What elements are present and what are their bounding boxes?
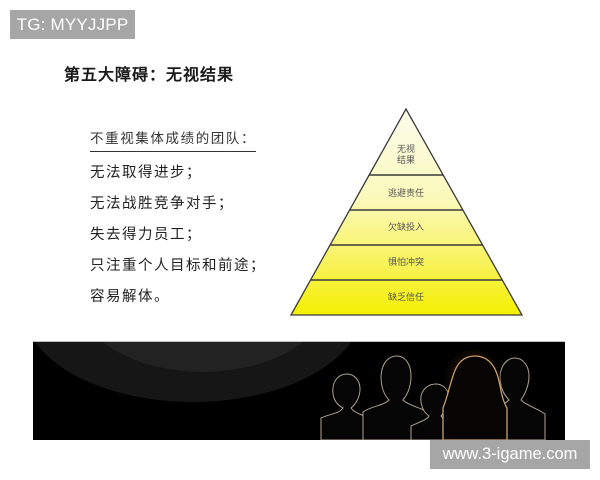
- list-item: 失去得力员工；: [90, 227, 202, 243]
- list-item: 容易解体。: [90, 289, 170, 305]
- list-heading: 不重视集体成绩的团队：: [90, 128, 257, 152]
- list-item: 无法战胜竞争对手；: [90, 196, 234, 212]
- list-item: 只注重个人目标和前途；: [90, 258, 266, 274]
- list-heading-row: 不重视集体成绩的团队：: [90, 128, 266, 154]
- pyramid-level-4: 惧怕冲突: [388, 256, 424, 268]
- team-silhouette-banner: [33, 341, 565, 440]
- silhouettes-image: [33, 342, 565, 440]
- pyramid-level-1-line2: 结果: [397, 154, 415, 166]
- watermark-bottom-right: www.3-igame.com: [430, 440, 590, 469]
- arc-light-inner: [103, 342, 303, 372]
- pyramid-level-1-line1: 无视: [397, 143, 415, 155]
- slide-title: 第五大障碍：无视结果: [64, 65, 235, 84]
- pyramid-level-3: 欠缺投入: [388, 221, 424, 233]
- dysfunction-pyramid: 无视 结果 逃避责任 欠缺投入 惧怕冲突 缺乏信任: [289, 107, 524, 316]
- silhouette-group: [320, 355, 546, 440]
- pyramid-shape: [289, 107, 524, 316]
- consequences-list: 不重视集体成绩的团队： 无法取得进步； 无法战胜竞争对手； 失去得力员工； 只注…: [90, 128, 266, 313]
- list-item: 无法取得进步；: [90, 165, 202, 181]
- silhouette-long-hair: [442, 355, 508, 440]
- pyramid-level-5: 缺乏信任: [388, 291, 424, 303]
- pyramid-level-2: 逃避责任: [388, 187, 424, 199]
- watermark-top-left: TG: MYYJJPP: [10, 10, 135, 39]
